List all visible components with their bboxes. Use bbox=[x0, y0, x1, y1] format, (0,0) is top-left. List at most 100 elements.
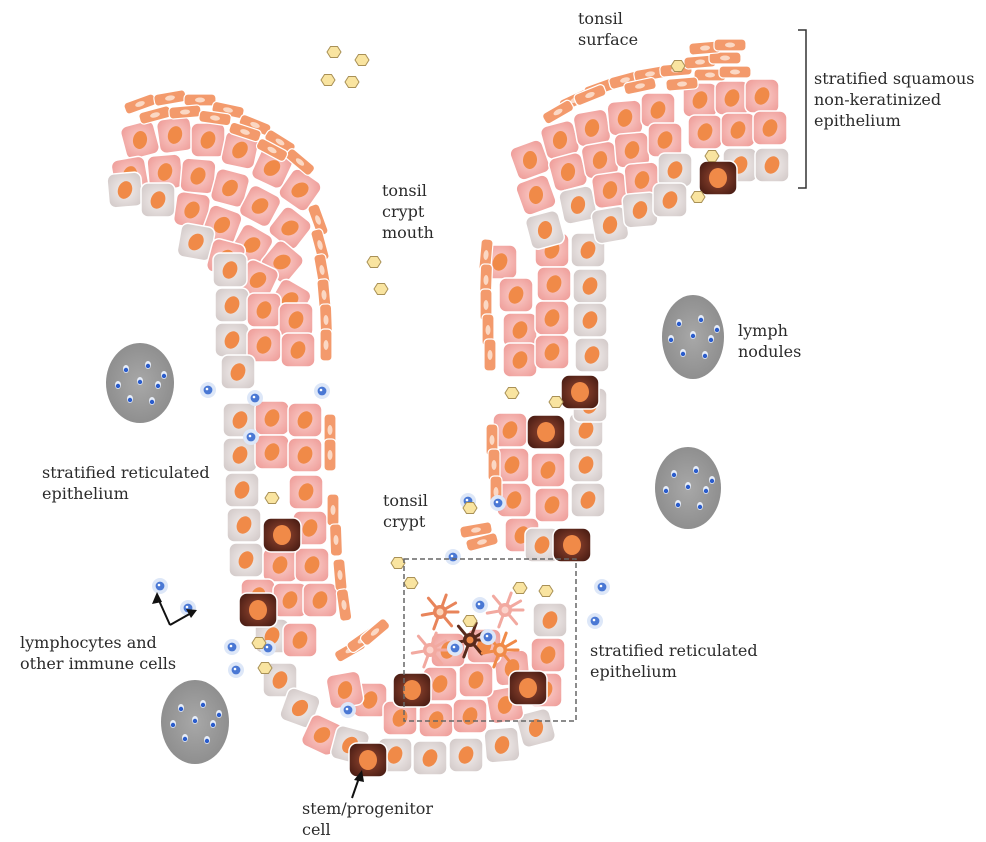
epithelial-cell bbox=[499, 278, 533, 312]
stem-progenitor-cell bbox=[527, 415, 565, 449]
squamous-cell bbox=[336, 588, 352, 621]
antigen-particle bbox=[265, 493, 279, 504]
lymphocyte bbox=[480, 629, 496, 645]
epithelial-cell bbox=[255, 401, 289, 435]
basal-cell bbox=[225, 473, 259, 507]
stem-progenitor-cell bbox=[699, 161, 737, 195]
basal-cell bbox=[573, 303, 607, 337]
nucleus bbox=[195, 98, 205, 103]
squamous-cell bbox=[666, 77, 699, 92]
basal-cell bbox=[227, 508, 261, 542]
label-reticulated-epithelium-left: stratified reticulated epithelium bbox=[42, 462, 210, 504]
antigen-particle bbox=[367, 257, 381, 268]
squamous-cell bbox=[714, 39, 746, 51]
nucleus bbox=[725, 43, 735, 48]
lymphocyte bbox=[152, 578, 168, 594]
stem-progenitor-cell bbox=[509, 671, 547, 705]
epithelial-cell bbox=[648, 123, 682, 157]
stem-progenitor-cell bbox=[239, 593, 277, 627]
label-reticulated-epithelium-right: stratified reticulated epithelium bbox=[590, 640, 758, 682]
epithelial-cell bbox=[753, 111, 787, 145]
epithelial-cell bbox=[289, 475, 323, 509]
epithelial-cell bbox=[279, 303, 313, 337]
epithelial-cell bbox=[255, 435, 289, 469]
basal-cell bbox=[569, 448, 603, 482]
antigen-particle bbox=[345, 77, 359, 88]
antigen-particle bbox=[404, 578, 418, 589]
nucleus bbox=[249, 600, 267, 620]
nucleus bbox=[359, 750, 377, 770]
epithelial-cell bbox=[295, 548, 329, 582]
nucleus bbox=[331, 505, 336, 515]
lymphocyte bbox=[594, 579, 610, 595]
label-stem-progenitor: stem/progenitor cell bbox=[302, 798, 433, 840]
epithelial-cell bbox=[535, 301, 569, 335]
dendritic-cell bbox=[487, 593, 523, 627]
lymphocyte bbox=[224, 639, 240, 655]
squamous-cell bbox=[329, 524, 342, 556]
nucleus bbox=[490, 435, 495, 445]
antigen-particle bbox=[374, 284, 388, 295]
basal-cell bbox=[221, 355, 255, 389]
antigen-particle bbox=[463, 503, 477, 514]
stem-progenitor-cell bbox=[553, 528, 591, 562]
nucleus bbox=[519, 678, 537, 698]
basal-cell bbox=[573, 269, 607, 303]
nucleus bbox=[324, 340, 329, 350]
lymph-nodule bbox=[662, 295, 724, 379]
basal-cell bbox=[213, 253, 247, 287]
epithelial-cell bbox=[607, 100, 644, 137]
epithelial-cell bbox=[283, 623, 317, 657]
label-tonsil-surface: tonsil surface bbox=[578, 8, 638, 50]
antigen-particle bbox=[505, 388, 519, 399]
nucleus bbox=[328, 425, 333, 435]
stem-progenitor-cell bbox=[393, 673, 431, 707]
epithelial-cell bbox=[156, 116, 194, 154]
antigen-particle bbox=[671, 61, 685, 72]
basal-cell bbox=[215, 288, 249, 322]
stem-progenitor-cell bbox=[263, 518, 301, 552]
epithelial-cell bbox=[263, 548, 297, 582]
squamous-cell bbox=[153, 89, 187, 106]
basal-cell bbox=[575, 338, 609, 372]
epithelial-cell bbox=[288, 403, 322, 437]
lymphocyte bbox=[314, 383, 330, 399]
antigen-particle bbox=[705, 151, 719, 162]
stem-progenitor-cell bbox=[349, 743, 387, 777]
antigen-particle bbox=[691, 192, 705, 203]
antigen-particle bbox=[463, 616, 477, 627]
squamous-cell bbox=[169, 105, 202, 120]
epithelial-cell bbox=[288, 438, 322, 472]
squamous-cell bbox=[719, 66, 751, 78]
antigen-particle bbox=[252, 638, 266, 649]
dendritic-cell bbox=[422, 595, 458, 629]
squamous-cell bbox=[184, 94, 216, 106]
nucleus bbox=[709, 168, 727, 188]
epithelial-cell bbox=[453, 699, 487, 733]
epithelial-cell bbox=[119, 119, 161, 161]
label-crypt-mouth: tonsil crypt mouth bbox=[382, 180, 434, 243]
lymphocyte bbox=[200, 382, 216, 398]
epithelial-cell bbox=[503, 343, 537, 377]
basal-cell bbox=[215, 323, 249, 357]
squamous-cell bbox=[320, 329, 332, 361]
basal-cell bbox=[571, 483, 605, 517]
squamous-cell bbox=[324, 439, 336, 471]
lymphocyte bbox=[472, 597, 488, 613]
epithelial-cell bbox=[641, 93, 675, 127]
lymphocyte bbox=[228, 662, 244, 678]
antigen-particle bbox=[355, 55, 369, 66]
lymphocyte bbox=[243, 429, 259, 445]
epithelial-cell bbox=[303, 583, 337, 617]
antigen-particle bbox=[327, 47, 341, 58]
lymphocyte bbox=[340, 702, 356, 718]
basal-cell bbox=[484, 727, 521, 764]
epithelial-cell bbox=[273, 583, 307, 617]
epithelial-cell bbox=[535, 488, 569, 522]
nucleus bbox=[488, 350, 493, 360]
nucleus bbox=[484, 300, 489, 310]
epithelial-cell bbox=[247, 293, 281, 327]
lymph-nodule bbox=[106, 343, 174, 423]
nucleus bbox=[492, 460, 497, 470]
basal-cell bbox=[653, 183, 687, 217]
